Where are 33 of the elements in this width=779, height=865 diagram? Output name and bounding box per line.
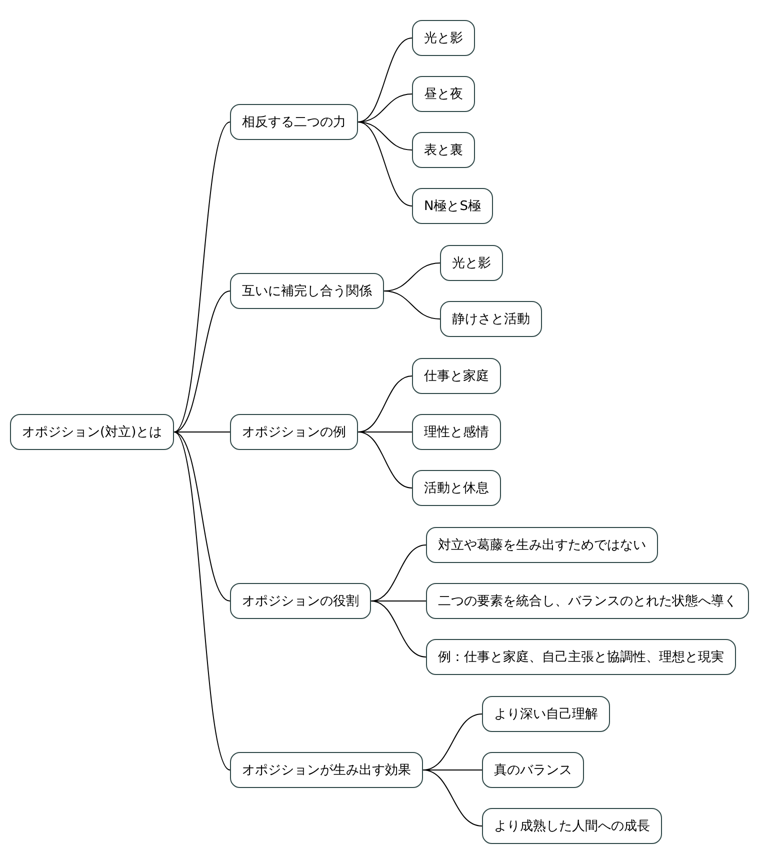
topic-box: 互いに補完し合う関係	[230, 273, 384, 309]
topic-box: オポジションが生み出す効果	[230, 752, 423, 788]
topic-box: オポジションの例	[230, 414, 358, 450]
topic-box: 活動と休息	[412, 470, 501, 506]
topic-box: 理性と感情	[412, 414, 501, 450]
connector-line	[358, 376, 412, 432]
connector-line	[174, 122, 230, 432]
connector-line	[174, 432, 230, 602]
topic-box: 対立や葛藤を生み出すためではない	[426, 527, 658, 563]
topic-box: より深い自己理解	[482, 696, 610, 732]
topic-box: オポジション(対立)とは	[10, 414, 174, 450]
connector-line	[174, 432, 230, 770]
connector-line	[358, 122, 412, 150]
topic-box: 二つの要素を統合し、バランスのとれた状態へ導く	[426, 583, 749, 619]
topic-box: 光と影	[412, 20, 475, 56]
topic-box: より成熟した人間への成長	[482, 808, 662, 844]
topic-box: 相反する二つの力	[230, 104, 358, 140]
topic-box: 例：仕事と家庭、自己主張と協調性、理想と現実	[426, 639, 736, 675]
topic-box: 真のバランス	[482, 752, 584, 788]
topic-box: N極とS極	[412, 188, 493, 224]
connector-line	[174, 290, 230, 432]
topic-box: 昼と夜	[412, 76, 475, 112]
connector-line	[358, 122, 412, 206]
connector-line	[358, 432, 412, 488]
topic-box: 静けさと活動	[440, 301, 542, 337]
connector-line	[370, 600, 426, 658]
topic-box: 光と影	[440, 245, 503, 281]
topic-box: 仕事と家庭	[412, 358, 501, 394]
connector-line	[384, 290, 440, 320]
connector-line	[422, 770, 482, 826]
connector-line	[358, 38, 412, 122]
topic-box: 表と裏	[412, 132, 475, 168]
topic-box: オポジションの役割	[230, 583, 371, 619]
